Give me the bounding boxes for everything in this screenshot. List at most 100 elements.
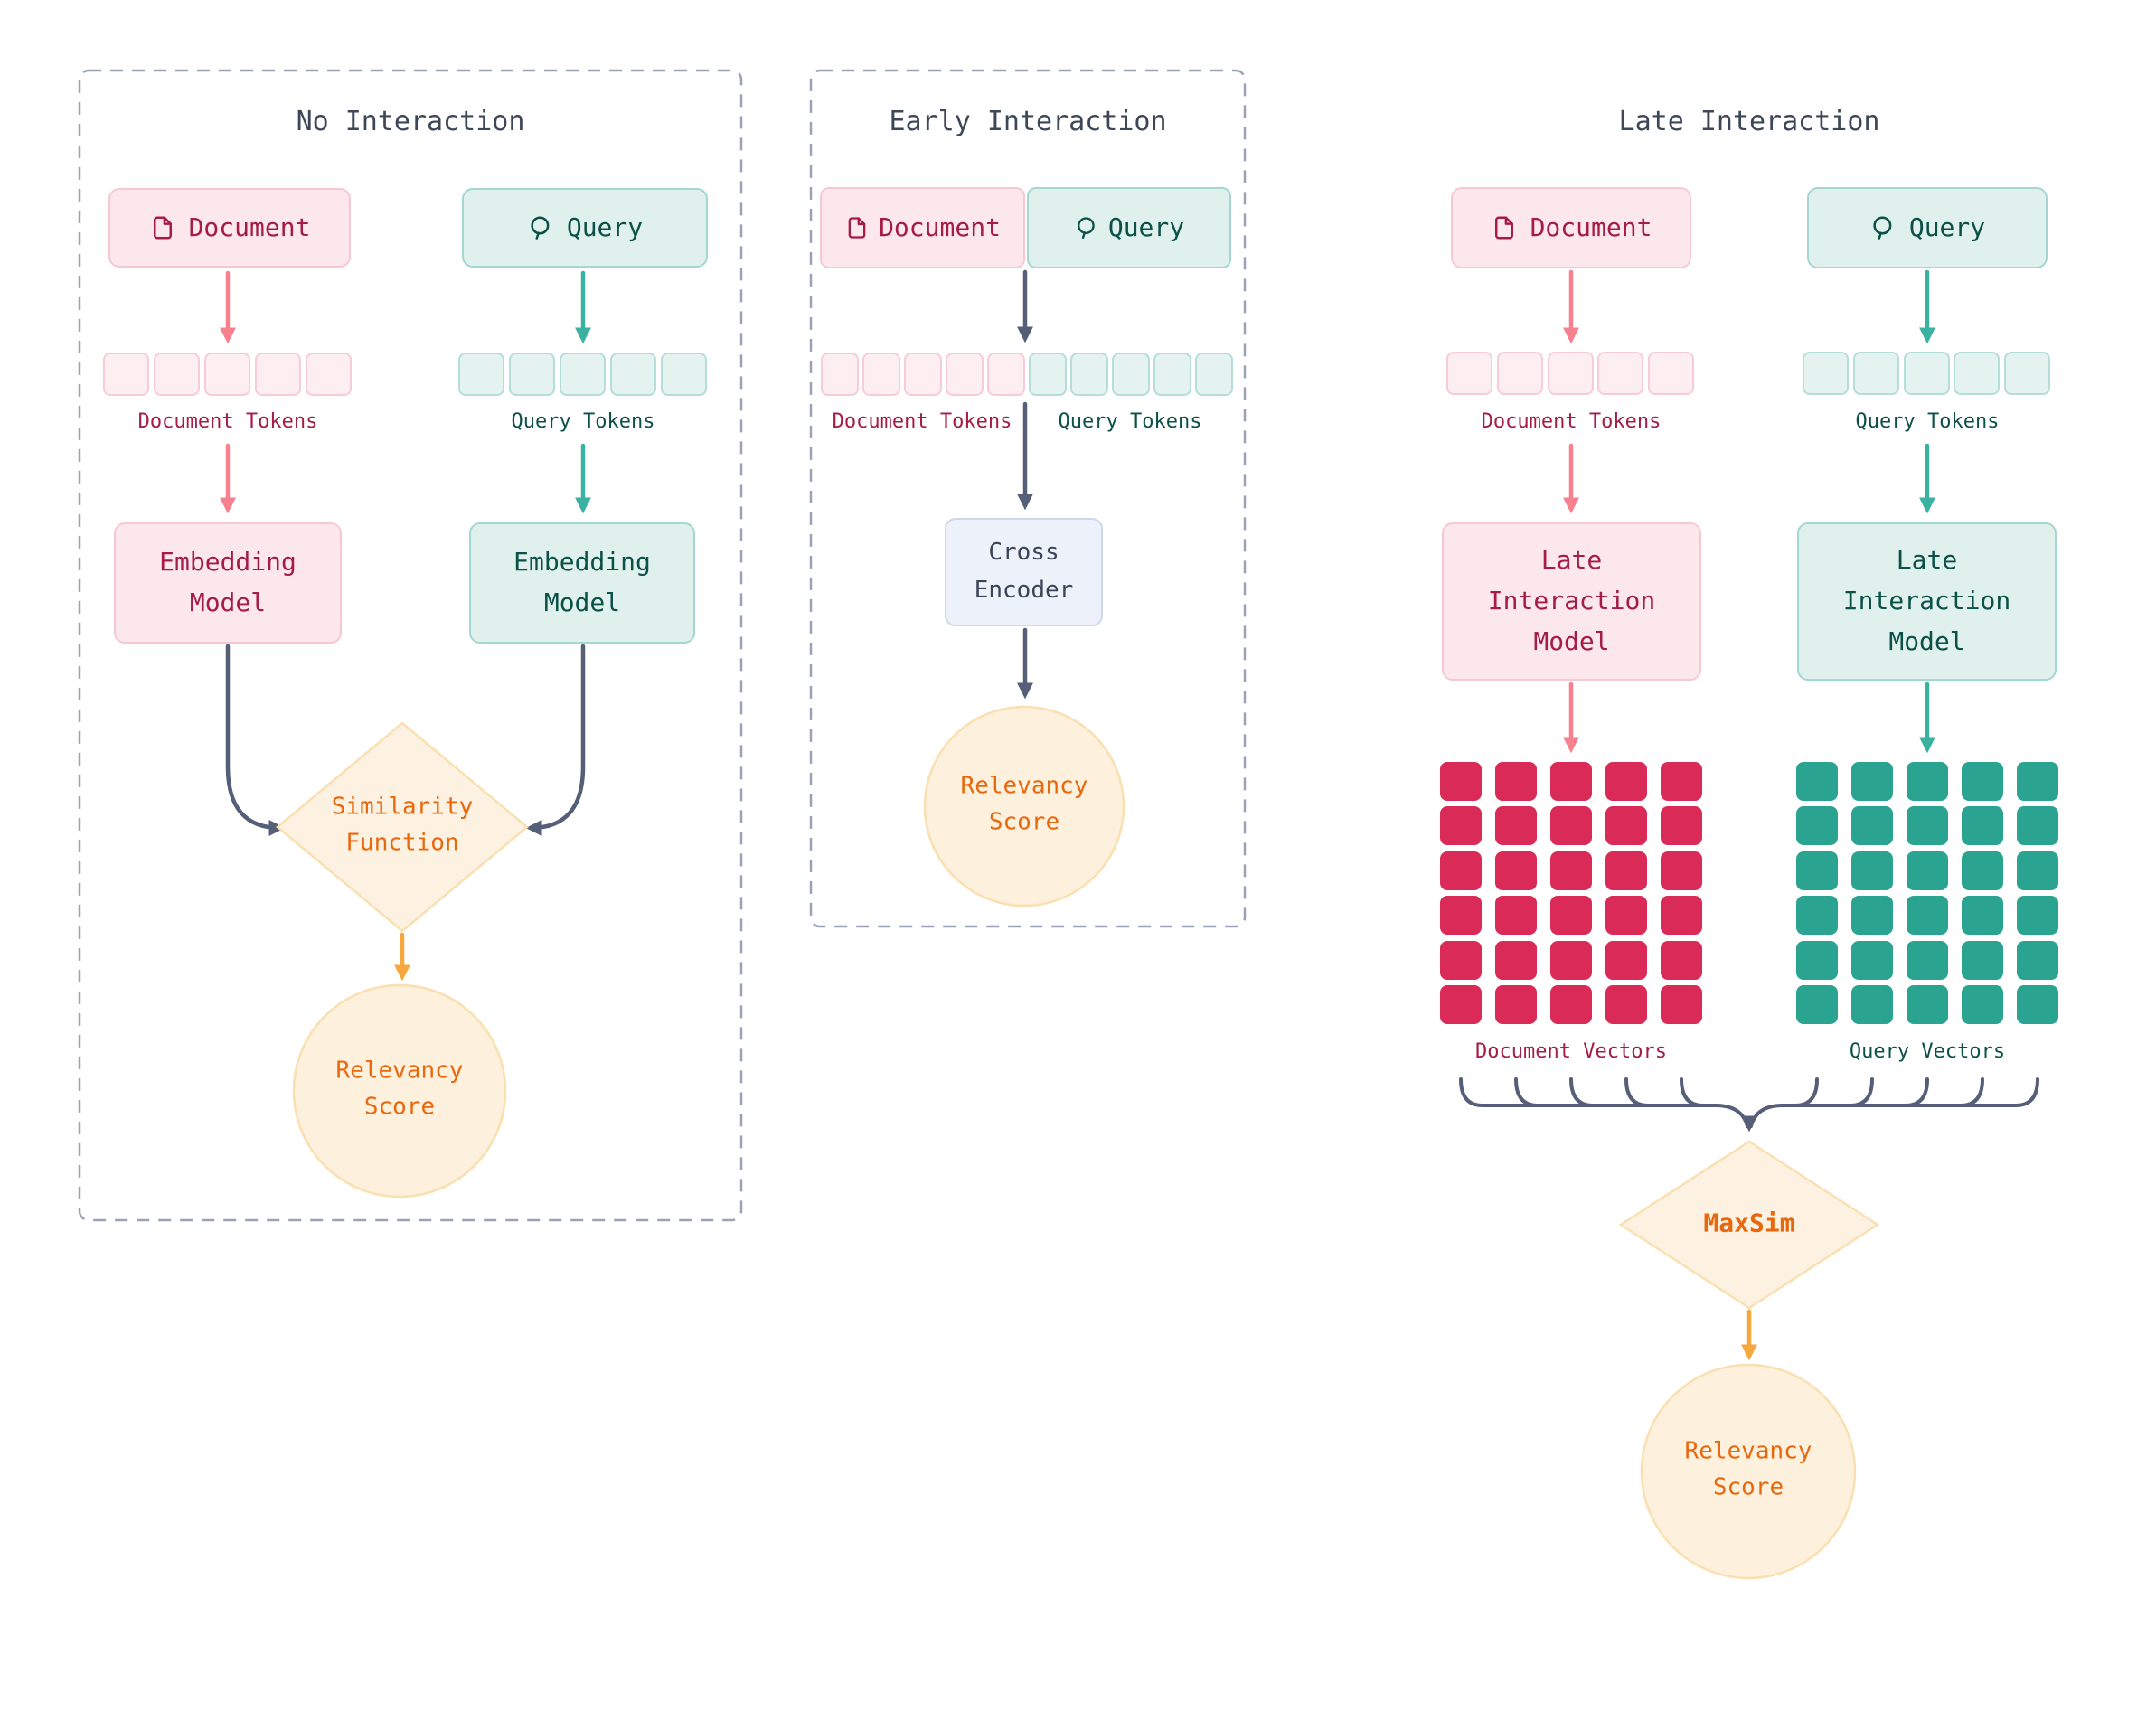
query-token — [458, 353, 504, 396]
no-interaction-panel-border — [78, 69, 743, 1222]
document-token — [1547, 352, 1594, 395]
query-vectors-label: Query Vectors — [1849, 1039, 2006, 1063]
query-vector-cell — [1962, 806, 2003, 846]
query-token — [509, 353, 555, 396]
document-vector-cell — [1605, 985, 1647, 1024]
search-icon — [1873, 216, 1892, 240]
query-vector-cell — [1907, 985, 1948, 1024]
curved-arrow — [525, 644, 586, 836]
document-token — [154, 353, 200, 396]
document-vector-cell — [1605, 806, 1647, 846]
gather-hook — [1514, 1077, 1539, 1107]
query-tokens-label: Query Tokens — [1855, 409, 2000, 433]
query-tokens-label: Query Tokens — [1058, 409, 1202, 433]
document-vector-cell — [1605, 851, 1647, 890]
embedding-model-node-document: Embedding Model — [114, 522, 342, 644]
curved-arrow — [225, 644, 286, 836]
query-vector-cell — [2017, 896, 2058, 935]
embedding-model-node-query: Embedding Model — [469, 522, 695, 644]
document-token — [306, 353, 352, 396]
similarity-function-label: Similarity Function — [331, 793, 474, 857]
relevancy-score-circle — [1640, 1363, 1857, 1580]
maxsim-diamond — [1618, 1140, 1880, 1310]
search-icon — [1077, 217, 1095, 240]
query-vector-cell — [1962, 762, 2003, 801]
gather-hook — [1794, 1077, 1819, 1107]
query-node: Query — [1027, 187, 1231, 268]
query-vector-cell — [1796, 940, 1838, 980]
query-token — [1852, 352, 1899, 395]
query-token — [1954, 352, 2001, 395]
query-vector-cell — [2017, 762, 2058, 801]
query-vector-cell — [1962, 851, 2003, 890]
document-label: Document — [879, 212, 1001, 242]
query-token — [1803, 352, 1849, 395]
query-vector-cell — [1796, 896, 1838, 935]
relevancy-score-label: Relevancy Score — [1684, 1437, 1812, 1501]
document-vector-cell — [1550, 806, 1592, 846]
query-token — [1029, 353, 1067, 396]
cross-encoder-node: Cross Encoder — [945, 518, 1103, 626]
query-token — [2004, 352, 2050, 395]
document-vectors-label: Document Vectors — [1475, 1039, 1667, 1063]
similarity-function-diamond — [276, 721, 529, 933]
query-vector-cell — [1962, 985, 2003, 1024]
query-vector-cell — [1851, 985, 1893, 1024]
query-vector-cell — [1907, 896, 1948, 935]
query-vector-cell — [1796, 806, 1838, 846]
query-tokens-label: Query Tokens — [511, 409, 655, 433]
query-vector-cell — [1796, 851, 1838, 890]
document-token — [1496, 352, 1543, 395]
document-vector-cell — [1495, 940, 1537, 980]
document-token — [103, 353, 149, 396]
query-label: Query — [1107, 212, 1185, 242]
query-vector-cell — [1851, 851, 1893, 890]
document-token — [904, 353, 942, 396]
search-icon — [531, 216, 550, 240]
relevancy-score-label: Relevancy Score — [960, 772, 1088, 836]
document-vector-cell — [1495, 985, 1537, 1024]
query-token — [610, 353, 656, 396]
document-vector-cell — [1661, 896, 1702, 935]
relevancy-score-label: Relevancy Score — [335, 1057, 464, 1121]
query-node: Query — [462, 188, 708, 268]
document-vector-cell — [1550, 762, 1592, 801]
document-vector-cell — [1440, 806, 1482, 846]
query-token — [1070, 353, 1108, 396]
document-tokens-label: Document Tokens — [137, 409, 318, 433]
document-icon — [848, 217, 866, 239]
document-label: Document — [188, 212, 311, 242]
document-token — [862, 353, 900, 396]
panel-title-late-interaction: Late Interaction — [1618, 105, 1880, 137]
document-vector-cell — [1605, 940, 1647, 980]
query-vector-cell — [1962, 896, 2003, 935]
document-label: Document — [1530, 212, 1652, 242]
document-token — [204, 353, 250, 396]
document-node: Document — [1451, 187, 1691, 268]
early-interaction-panel-border — [809, 69, 1247, 928]
document-vector-cell — [1440, 851, 1482, 890]
document-vector-cell — [1440, 762, 1482, 801]
vector-gather-bracket — [1459, 1077, 2039, 1133]
late-interaction-model-node-document: Late Interaction Model — [1442, 522, 1701, 681]
document-token — [946, 353, 984, 396]
gather-rail — [1459, 1077, 1749, 1128]
query-node: Query — [1807, 187, 2048, 268]
gather-hook — [1904, 1077, 1929, 1107]
query-vector-cell — [2017, 940, 2058, 980]
document-vector-cell — [1440, 985, 1482, 1024]
gather-hook — [1569, 1077, 1595, 1107]
document-token — [821, 353, 859, 396]
late-interaction-model-node-query: Late Interaction Model — [1797, 522, 2057, 681]
document-node: Document — [108, 188, 351, 268]
document-vector-cell — [1605, 762, 1647, 801]
document-vector-cell — [1550, 896, 1592, 935]
document-vector-cell — [1661, 851, 1702, 890]
relevancy-score-circle — [923, 705, 1125, 907]
query-label: Query — [1908, 212, 1986, 242]
query-token — [1195, 353, 1233, 396]
query-vector-cell — [1796, 762, 1838, 801]
document-token — [987, 353, 1025, 396]
